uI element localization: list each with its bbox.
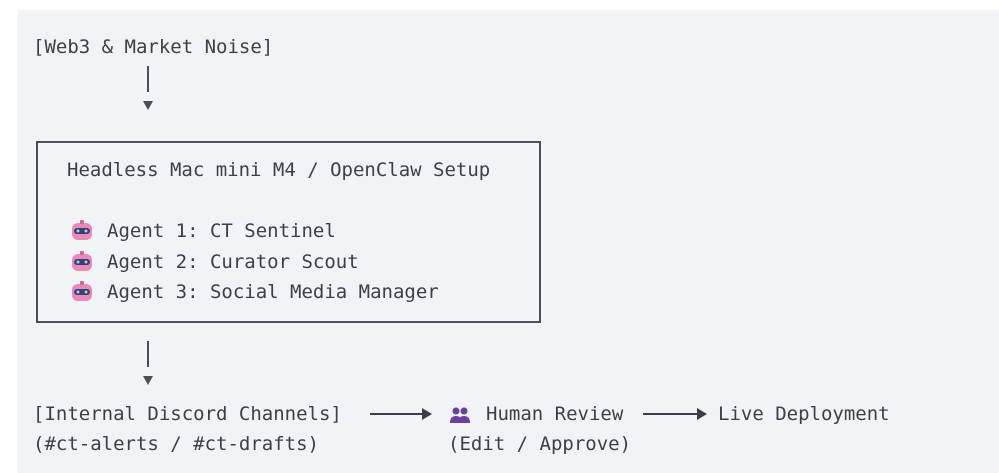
source-node-label: [Web3 & Market Noise] [33,36,274,58]
people-icon [450,407,470,423]
setup-box-title: Headless Mac mini M4 / OpenClaw Setup [67,159,491,181]
connector-arrow-top [143,101,153,110]
flow-arrow-discord-to-review [370,408,432,420]
robot-icon [72,220,92,240]
setup-box-right-border [539,141,541,323]
human-review-label: Human Review [486,403,624,425]
robot-icon [72,281,92,301]
connector-arrow-bottom [143,376,153,385]
live-deployment-label: Live Deployment [718,403,890,425]
discord-channels-label: [Internal Discord Channels] [33,403,342,425]
flow-arrow-review-to-deploy [643,408,707,420]
agent-label: Agent 1: CT Sentinel [107,220,336,242]
robot-icon [72,251,92,271]
connector-line-top [147,66,149,92]
setup-box-bottom-border [36,321,541,323]
agent-label: Agent 3: Social Media Manager [107,281,439,303]
human-review-sub: (Edit / Approve) [448,433,632,455]
diagram-panel [17,10,999,473]
connector-line-bottom [147,341,149,367]
discord-channels-sub: (#ct-alerts / #ct-drafts) [33,433,319,455]
setup-box-left-border [36,141,38,323]
agent-label: Agent 2: Curator Scout [107,251,359,273]
setup-box-top-border [36,141,541,143]
